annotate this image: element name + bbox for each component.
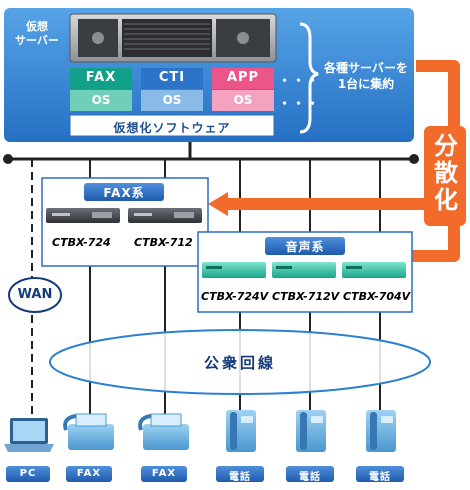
voice-model-label: CTBX-712V [272,290,340,303]
fax-model-label: CTBX-724 [52,236,111,249]
consolidation-brace [299,22,319,134]
fax-appliance-icon [46,208,120,223]
voice-appliance-icon [342,262,406,278]
voice-group-title: 音声系 [285,240,325,254]
voice-appliance-icon [272,262,336,278]
voice-model-label: CTBX-724V [201,290,269,303]
consolidation-label: 各種サーバーを 1台に集約 [324,61,408,91]
os-label-app: OS [233,93,253,107]
laptop-icon [4,418,54,452]
os-label-cti: OS [162,93,182,107]
desk-phone-icon [366,410,396,452]
app-cell-app [212,68,274,89]
device-pill [286,466,334,482]
device-pill [6,466,50,482]
fax-appliance-icon [128,208,202,223]
device-label-phone: 電話 [229,472,251,483]
device-label-phone: 電話 [299,472,321,483]
virtualization-software-label: 仮想化ソフトウェア [113,121,231,135]
fax-machine-icon [138,413,189,450]
app-name-cti: CTI [158,70,186,85]
distribution-label: 分 散 化 [434,132,458,214]
voice-appliance-icon [202,262,266,278]
os-cell-app [212,90,274,111]
fax-machine-icon [63,413,114,450]
wan-bubble [8,277,62,313]
more-os-dots: ・・・ [278,97,321,112]
wan-label: WAN [17,287,53,302]
desk-phone-icon [226,410,256,452]
distribution-badge [424,126,466,226]
voice-group-badge [265,237,345,255]
virtual-server-label: 仮想 サーバー [15,20,59,47]
device-label-pc: PC [19,468,37,479]
fax-model-label: CTBX-712 [134,236,193,249]
more-apps-dots: ・・・ [278,74,321,89]
app-name-app: APP [226,70,260,85]
app-name-fax: FAX [85,70,117,85]
device-pill [356,466,404,482]
device-pill [216,466,264,482]
os-cell-cti [141,90,203,111]
server-rack-icon [69,13,277,63]
device-pill [141,466,187,482]
fax-group-badge [84,183,164,201]
distribution-arrow [208,60,466,268]
device-pill [66,466,112,482]
desk-phone-icon [296,410,326,452]
virtualization-software-bar [69,114,275,137]
app-cell-cti [141,68,203,89]
device-label-phone: 電話 [369,472,391,483]
fax-group-title: FAX系 [103,186,145,200]
device-label-fax: FAX [76,468,102,479]
pstn-label: 公衆回線 [203,354,276,372]
pstn-cloud [49,329,431,395]
os-label-fax: OS [91,93,111,107]
device-label-fax: FAX [151,468,177,479]
app-cell-fax [70,68,132,89]
os-cell-fax [70,90,132,111]
voice-model-label: CTBX-704V [343,290,411,303]
